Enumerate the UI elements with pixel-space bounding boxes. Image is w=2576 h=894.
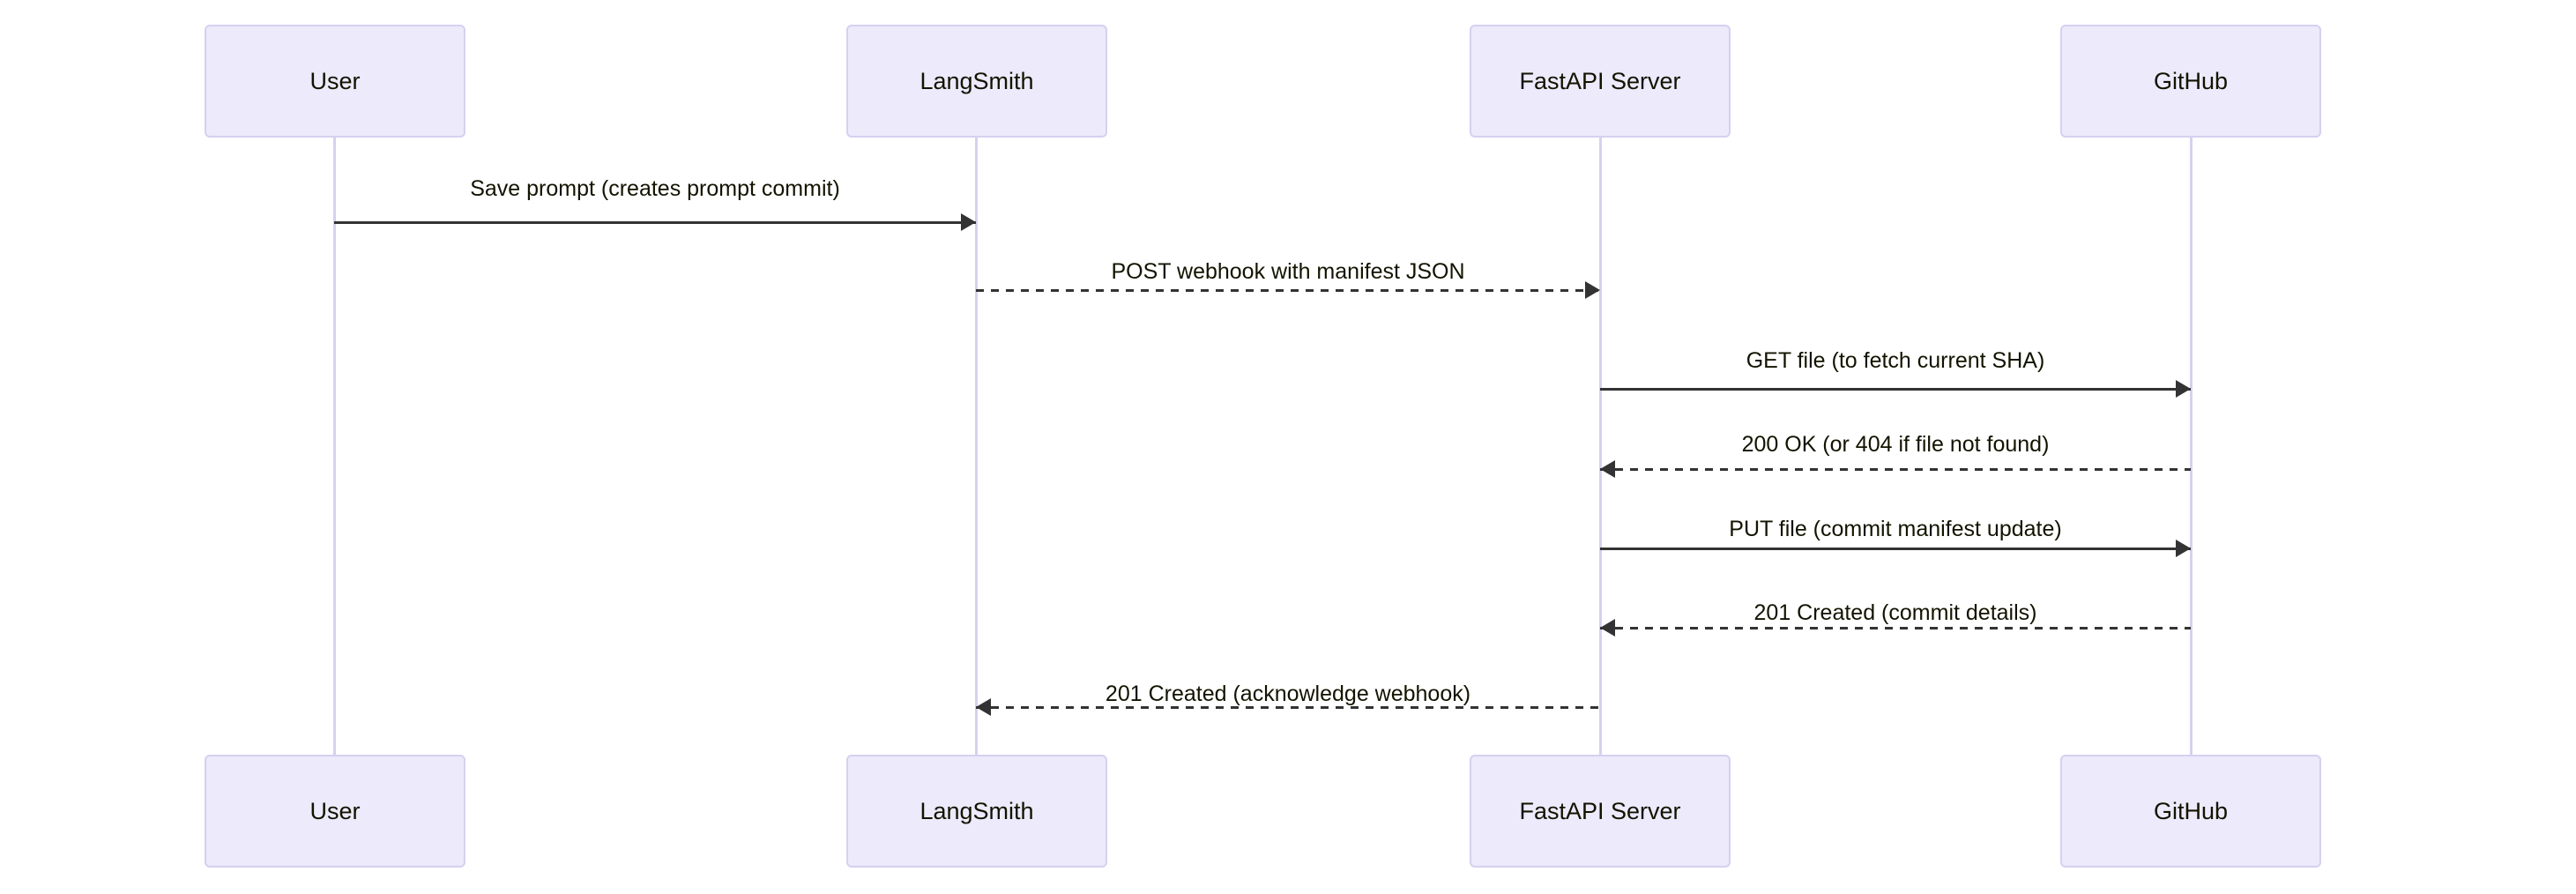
- lifeline-fastapi: [1599, 138, 1602, 755]
- message-line-4: [1600, 468, 2191, 471]
- actor-label-github: GitHub: [2153, 67, 2229, 94]
- message-label-3: GET file (to fetch current SHA): [1746, 348, 2045, 373]
- message-arrowhead-7: [976, 698, 991, 716]
- lifeline-github: [2190, 138, 2193, 755]
- actor-label-fastapi: FastAPI Server: [1519, 67, 1681, 94]
- actor-label-github: GitHub: [2153, 797, 2229, 824]
- actor-box-fastapi-top[interactable]: FastAPI Server: [1470, 25, 1731, 138]
- actor-box-github-top[interactable]: GitHub: [2060, 25, 2321, 138]
- message-label-2: POST webhook with manifest JSON: [1111, 259, 1465, 284]
- message-line-6: [1600, 627, 2191, 630]
- message-arrowhead-5: [2176, 540, 2191, 557]
- message-arrowhead-2: [1585, 281, 1600, 299]
- lifeline-langsmith: [975, 138, 978, 755]
- actor-box-user-bottom[interactable]: User: [205, 755, 465, 868]
- message-label-6: 201 Created (commit details): [1753, 600, 2037, 625]
- lifeline-user: [333, 138, 336, 755]
- message-label-7: 201 Created (acknowledge webhook): [1105, 682, 1471, 706]
- message-arrowhead-6: [1600, 619, 1615, 637]
- actor-label-user: User: [309, 67, 361, 94]
- message-arrowhead-4: [1600, 460, 1615, 478]
- actor-box-fastapi-bottom[interactable]: FastAPI Server: [1470, 755, 1731, 868]
- actor-box-user-top[interactable]: User: [205, 25, 465, 138]
- message-label-4: 200 OK (or 404 if file not found): [1741, 432, 2050, 457]
- message-arrowhead-1: [961, 213, 976, 231]
- message-arrowhead-3: [2176, 380, 2191, 398]
- actor-label-langsmith: LangSmith: [919, 797, 1034, 824]
- message-line-2: [976, 289, 1600, 292]
- actor-label-fastapi: FastAPI Server: [1519, 797, 1681, 824]
- actor-box-github-bottom[interactable]: GitHub: [2060, 755, 2321, 868]
- message-line-7: [976, 706, 1600, 709]
- message-label-1: Save prompt (creates prompt commit): [470, 176, 840, 201]
- message-label-5: PUT file (commit manifest update): [1729, 517, 2062, 541]
- actor-box-langsmith-bottom[interactable]: LangSmith: [846, 755, 1107, 868]
- message-line-1: [334, 221, 976, 224]
- message-line-3: [1600, 388, 2191, 391]
- actor-label-langsmith: LangSmith: [919, 67, 1034, 94]
- message-line-5: [1600, 548, 2191, 550]
- actor-box-langsmith-top[interactable]: LangSmith: [846, 25, 1107, 138]
- actor-label-user: User: [309, 797, 361, 824]
